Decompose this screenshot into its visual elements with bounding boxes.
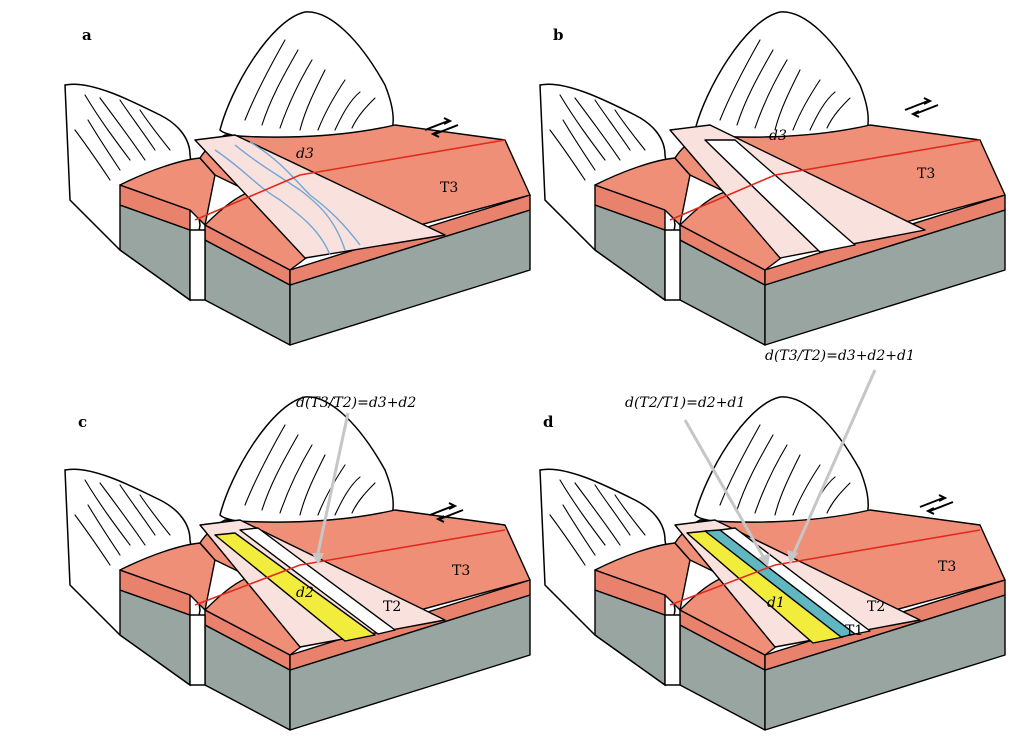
panel-label-d: d <box>543 413 554 431</box>
panel-c: c d2 T3 T2 d(T3/T2)=d3+d2 <box>64 395 531 731</box>
panel-d: d d1 T3 T2 T1 d(T2/T1)=d2+d1 d(T3/T2)=d3… <box>539 348 1006 731</box>
block-diagram-b: d3 T3 <box>539 11 1006 346</box>
panel-a: a d3 T3 <box>64 11 531 346</box>
terrace-label-d-T1: T1 <box>845 623 863 639</box>
fault-trace-c <box>194 529 506 606</box>
pointer-arrow-c <box>316 412 350 554</box>
incised-channel-b <box>704 139 856 253</box>
fault-motion-icon <box>904 97 939 118</box>
offset-label-c: d2 <box>296 585 314 601</box>
fault-motion-icon <box>919 494 954 515</box>
young-terrace-c <box>214 532 376 642</box>
pointer-arrow-d1 <box>683 419 767 561</box>
fault-trace-a <box>194 139 506 221</box>
terrace-label-d-T3: T3 <box>938 559 956 575</box>
pointer-arrow-d2 <box>791 369 877 556</box>
block-diagram-c: d2 T3 T2 <box>64 396 531 731</box>
fault-trace-d <box>669 529 981 606</box>
stream-line-a3 <box>249 141 361 246</box>
pointer-arrowhead-c <box>312 553 324 565</box>
equation-d-2: d(T3/T2)=d3+d2+d1 <box>765 348 915 364</box>
fault-trace-b <box>669 139 981 221</box>
fault-motion-icon <box>429 502 464 523</box>
terrace-label-d-T2: T2 <box>867 599 885 615</box>
block-diagram-a: d3 T3 <box>64 11 531 346</box>
panel-label-a: a <box>82 26 92 44</box>
terrace-label-a-T3: T3 <box>440 180 458 196</box>
block-diagram-d: d1 T3 T2 T1 <box>539 396 1006 731</box>
stream-line-a2 <box>234 144 346 251</box>
panel-label-c: c <box>78 413 87 431</box>
offset-label-a: d3 <box>296 146 314 162</box>
panel-label-b: b <box>553 26 564 44</box>
offset-label-b: d3 <box>769 128 787 144</box>
stream-line-a1 <box>214 149 331 256</box>
panel-b: b d3 T3 <box>539 11 1006 346</box>
pointer-arrowhead-d1 <box>758 553 770 567</box>
terrace-label-c-T3: T3 <box>452 563 470 579</box>
terrace-label-c-T2: T2 <box>383 599 401 615</box>
fault-motion-icon <box>424 117 459 138</box>
equation-c: d(T3/T2)=d3+d2 <box>296 395 416 411</box>
floodplain-a <box>194 134 446 259</box>
channel-c <box>239 527 396 635</box>
terrace-label-b-T3: T3 <box>917 166 935 182</box>
channel-d <box>719 527 871 635</box>
equation-d-1: d(T2/T1)=d2+d1 <box>625 395 745 411</box>
pointer-arrowhead-d2 <box>787 550 798 565</box>
offset-label-d: d1 <box>767 595 785 611</box>
